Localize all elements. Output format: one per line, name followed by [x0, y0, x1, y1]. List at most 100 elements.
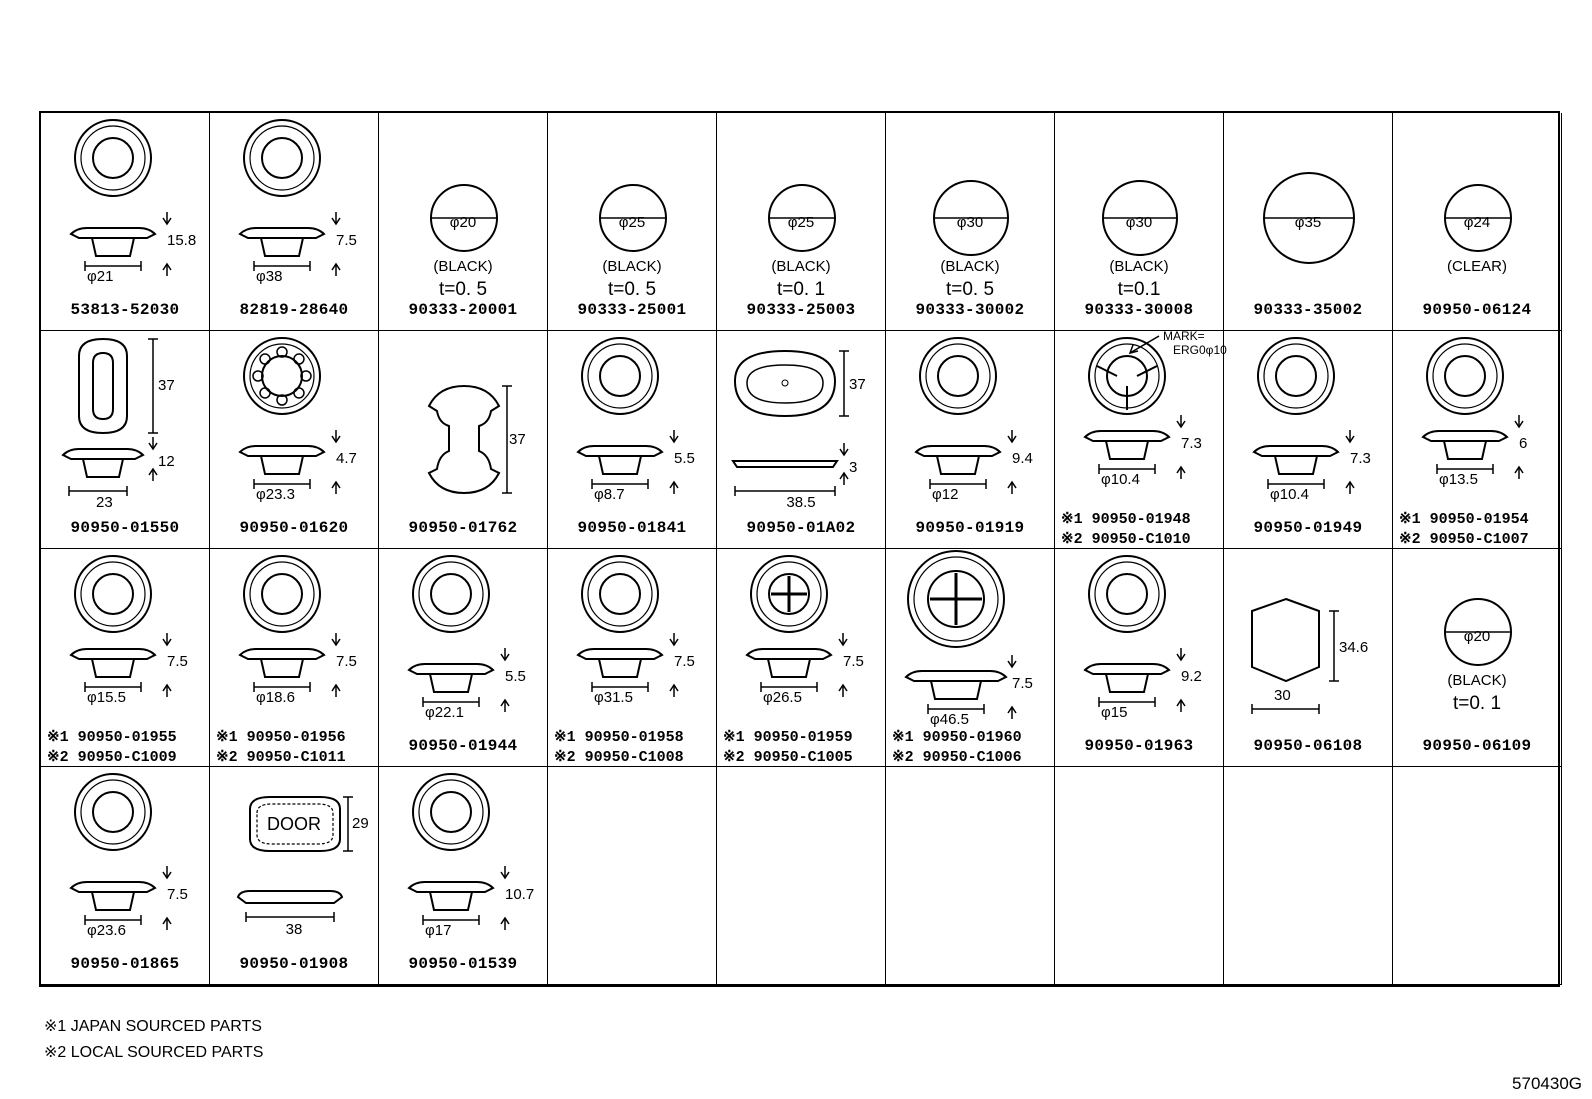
part-cell: 10.7 φ17 90950-01539: [379, 767, 548, 985]
thickness-label: t=0. 5: [607, 279, 657, 300]
part-drawing: [768, 184, 836, 252]
dim-width: 23: [96, 494, 113, 511]
dim-width: 38.5: [786, 494, 816, 511]
local-part-number: ※2 90950-C1008: [554, 749, 684, 766]
diameter-label: φ25: [618, 214, 646, 231]
part-drawing: [576, 337, 679, 494]
part-number: 90950-01865: [70, 955, 180, 973]
part-number: 90950-01919: [915, 519, 1025, 537]
local-part-number: ※2 90950-C1007: [1399, 531, 1529, 548]
part-drawing: [69, 773, 172, 930]
dim-diameter: φ12: [932, 486, 959, 503]
empty-cell: [886, 767, 1055, 985]
dim-diameter: φ15: [1101, 704, 1128, 721]
japan-part-number: ※1 90950-01956: [216, 729, 346, 746]
part-drawing: [1083, 555, 1186, 712]
part-drawing: [238, 555, 341, 697]
diameter-label: φ30: [1125, 214, 1153, 231]
empty-cell: [548, 767, 717, 985]
part-number: 90950-06124: [1422, 301, 1532, 319]
dim-height: 4.7: [336, 450, 357, 467]
local-part-number: ※2 90950-C1009: [47, 749, 177, 766]
part-number: 90333-30008: [1084, 301, 1194, 319]
part-drawing: [1102, 180, 1178, 256]
part-number: 90333-25003: [746, 301, 856, 319]
dim-height: 7.5: [1012, 675, 1033, 692]
thickness-label: t=0. 1: [776, 279, 826, 300]
dim-height: 9.2: [1181, 668, 1202, 685]
part-number: 90333-35002: [1253, 301, 1363, 319]
dim-height: 37: [509, 431, 526, 448]
local-part-number: ※2 90950-C1010: [1061, 531, 1191, 548]
diameter-label: φ20: [1463, 628, 1491, 645]
part-drawing: [1263, 172, 1355, 264]
part-drawing: [731, 349, 849, 496]
dim-diameter: φ23.6: [87, 922, 126, 939]
part-drawing: [576, 555, 679, 697]
dim-height: 34.6: [1339, 639, 1369, 656]
part-number: 90333-30002: [915, 301, 1025, 319]
dim-diameter: φ17: [425, 922, 452, 939]
thickness-label: t=0. 1: [1452, 693, 1502, 714]
part-cell: 4.7 φ23.3 90950-01620: [210, 331, 379, 549]
part-number: 90950-01620: [239, 519, 349, 537]
japan-part-number: ※1 90950-01960: [892, 729, 1022, 746]
dim-diameter: φ15.5: [87, 689, 126, 706]
dim-diameter: φ31.5: [594, 689, 633, 706]
part-drawing: [599, 184, 667, 252]
part-number: 90333-20001: [408, 301, 518, 319]
part-drawing: [61, 337, 158, 496]
color-label: (BLACK): [771, 258, 831, 275]
thickness-label: t=0. 5: [438, 279, 488, 300]
mark-code: ERG0φ10: [1173, 343, 1227, 357]
part-drawing: [407, 773, 510, 930]
part-number: 90950-01A02: [746, 519, 856, 537]
japan-part-number: ※1 90950-01959: [723, 729, 853, 746]
japan-part-number: ※1 90950-01954: [1399, 511, 1529, 528]
dim-height: 10.7: [505, 886, 535, 903]
diameter-label: φ20: [449, 214, 477, 231]
part-drawing: [745, 555, 848, 697]
part-number: 90950-01944: [408, 737, 518, 755]
dim-diameter: φ18.6: [256, 689, 295, 706]
japan-part-number: ※1 90950-01948: [1061, 511, 1191, 528]
footnote-japan: ※1 JAPAN SOURCED PARTS: [44, 1018, 262, 1035]
dim-diameter: φ21: [87, 268, 114, 285]
dim-height: 7.5: [167, 653, 188, 670]
dim-diameter: φ8.7: [594, 486, 625, 503]
part-number: 90333-25001: [577, 301, 687, 319]
dim-height: 7.5: [336, 653, 357, 670]
part-number: 53813-52030: [70, 301, 180, 319]
dim-diameter: φ23.3: [256, 486, 295, 503]
part-number: 90950-06109: [1422, 737, 1532, 755]
part-cell: φ24(CLEAR)90950-06124: [1393, 113, 1562, 331]
dim-height: 7.3: [1350, 450, 1371, 467]
part-drawing: [69, 119, 172, 276]
part-number: 90950-01539: [408, 955, 518, 973]
dim-diameter: φ26.5: [763, 689, 802, 706]
dim-thickness: 12: [158, 453, 175, 470]
part-number: 90950-01908: [239, 955, 349, 973]
color-label: (BLACK): [940, 258, 1000, 275]
part-drawing: [904, 550, 1017, 719]
dim-height: 7.3: [1181, 435, 1202, 452]
part-drawing: [69, 555, 172, 697]
diameter-label: φ30: [956, 214, 984, 231]
dim-width: 38: [285, 921, 303, 938]
dim-height: 37: [849, 376, 866, 393]
